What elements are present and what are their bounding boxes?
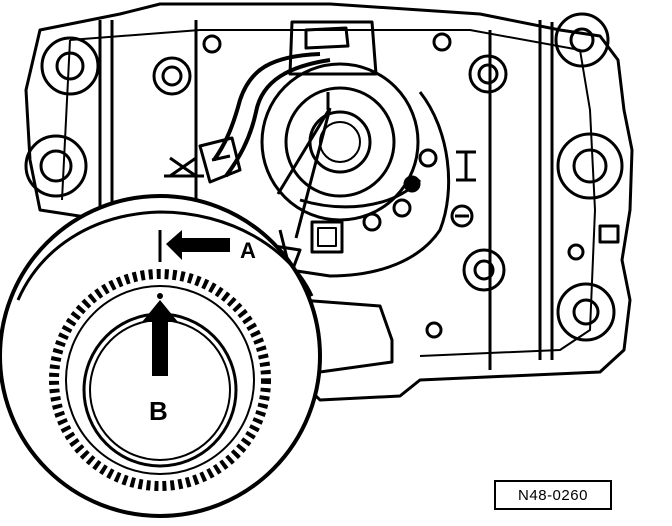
hole-right: [567, 243, 585, 261]
arrow-b: [142, 300, 178, 376]
mark-b-dot: [157, 293, 163, 299]
minus-symbol-circle: [450, 204, 474, 228]
screw-head-upper-left: [152, 56, 192, 96]
housing-outline: [24, 2, 634, 402]
arrow-a: [166, 230, 230, 260]
detail-rim-flange: [16, 210, 314, 301]
mounting-boss-top-right: [554, 12, 610, 68]
clock-spring-outer: [260, 62, 420, 222]
gear-ring-outer: [49, 269, 271, 491]
tab-right: [598, 224, 620, 244]
mounting-boss-lower-right: [556, 282, 616, 342]
figure-reference-code: N48-0260: [494, 480, 612, 510]
indicator-hole: [418, 148, 438, 168]
indicator-hole-2: [392, 198, 412, 218]
label-b: B: [149, 396, 168, 426]
hole-top-left: [202, 34, 222, 54]
screw-head-lower-right: [462, 248, 506, 292]
callout-connector: [276, 107, 332, 239]
screw-head-upper-right: [468, 54, 508, 94]
mounting-boss-mid-left: [24, 134, 88, 198]
hole-top-right: [432, 32, 452, 52]
inner-frame: [61, 29, 596, 357]
cable-clip: [198, 136, 242, 184]
clock-spring-ring: [284, 86, 396, 198]
indicator-hole-3: [362, 212, 382, 232]
h-symbol-right: [456, 150, 476, 182]
label-a: A: [240, 238, 256, 263]
lower-bracket: [299, 298, 394, 374]
indicator-dot: [403, 175, 421, 193]
mounting-boss-mid-right: [556, 132, 624, 200]
hole-lower: [425, 321, 443, 339]
x-symbol-left: [164, 156, 204, 178]
cable-harness: [212, 52, 331, 178]
mounting-boss-top-left: [40, 36, 100, 96]
square-socket: [310, 220, 344, 254]
square-socket-inner: [317, 227, 337, 247]
gear-ring-inner: [65, 285, 255, 475]
